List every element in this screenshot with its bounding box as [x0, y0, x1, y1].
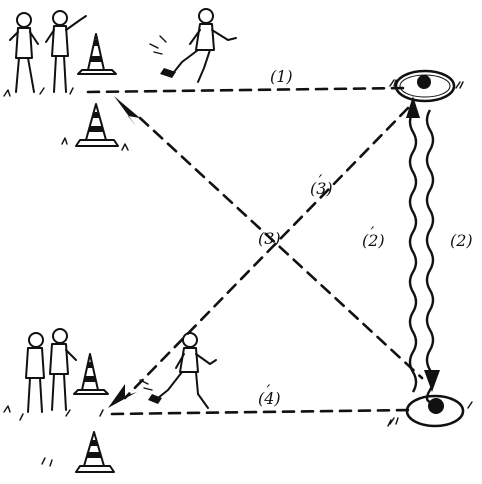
label-path-1: (1): [270, 67, 293, 86]
label-path-3-prime-mark: ′: [319, 171, 323, 190]
arrowhead-bottom-right-icon: [424, 370, 440, 392]
traffic-cone-bottom-left: [73, 353, 109, 395]
label-path-2-prime-text: (2): [362, 231, 385, 250]
path-3-dashed-diagonal: [138, 116, 424, 380]
label-path-3-prime-text: (3): [310, 179, 333, 198]
group-of-waiting-children-bottom-left: [3, 328, 77, 465]
running-child-top: [149, 8, 237, 83]
label-path-2: (2): [450, 231, 473, 250]
ball-in-hoop-top-right: [389, 69, 464, 103]
path-1-dashed-line: [86, 86, 407, 94]
traffic-cone-top-left-lower: [75, 103, 119, 147]
label-path-4-text: (4): [258, 389, 281, 408]
grass-tufts: [49, 137, 392, 467]
arrowhead-bottom-left-icon: [108, 384, 137, 408]
path-3-prime-dashed-diagonal: [123, 106, 410, 400]
label-path-3-prime: (3)′: [310, 171, 333, 198]
label-path-2-prime: (2)′: [362, 223, 385, 250]
arrowhead-top-right-icon: [406, 96, 420, 118]
ball-in-hoop-bottom-right: [389, 394, 473, 428]
label-path-2-prime-mark: ′: [371, 223, 375, 242]
label-path-4: (4)′: [258, 381, 281, 408]
label-path-4-prime: ′: [267, 381, 271, 400]
path-2-prime-wavy-line: [408, 111, 418, 393]
path-4-dashed-line: [110, 408, 412, 416]
path-2-wavy-line: [425, 109, 435, 404]
arrowhead-top-left-icon: [114, 96, 140, 126]
group-of-waiting-children-top-left: [3, 10, 87, 97]
traffic-cone-bottom-left-lower: [75, 431, 115, 473]
running-child-bottom: [139, 332, 217, 409]
label-path-3: (3): [258, 229, 281, 248]
traffic-cone-top-left: [77, 33, 117, 75]
